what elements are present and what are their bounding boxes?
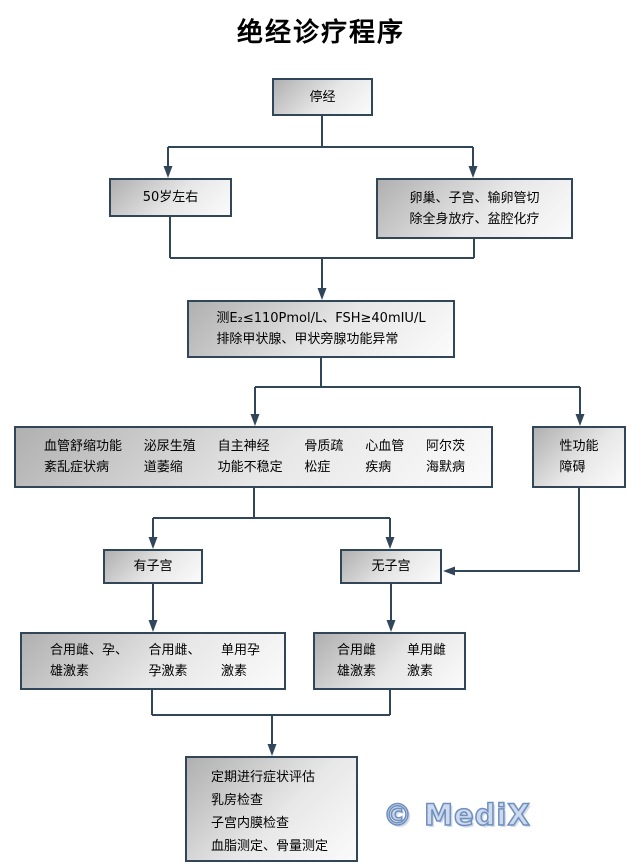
node-label: 定期进行症状评估 乳房检查 子宫内膜检查 血脂测定、骨量测定 bbox=[211, 770, 329, 854]
symptom-autonomic: 自主神经 功能不稳定 bbox=[217, 439, 283, 475]
node-surgery-radiation: 卵巢、子宫、输卵管切 除全身放疗、盆腔化疗 bbox=[376, 178, 573, 239]
node-uterus-present: 有子宫 bbox=[103, 549, 203, 584]
node-symptoms: 血管舒缩功能 紊乱症状病 泌尿生殖 道萎缩 自主神经 功能不稳定 骨质疏 松症 … bbox=[14, 426, 493, 488]
node-hrt-no-uterus: 合用雌 雄激素 单用雌 激素 bbox=[313, 632, 466, 690]
medix-watermark: © MediX bbox=[382, 797, 531, 833]
node-age-50: 50岁左右 bbox=[109, 178, 232, 217]
symptom-cardiovascular: 心血管 疾病 bbox=[365, 439, 405, 475]
node-label: 停经 bbox=[309, 89, 336, 105]
symptom-osteoporosis: 骨质疏 松症 bbox=[304, 439, 344, 475]
node-label: 无子宫 bbox=[371, 559, 411, 574]
hrt-estrogen-only: 单用雌 激素 bbox=[406, 643, 446, 679]
node-label: 测E₂≤110Pmol/L、FSH≥40mIU/L 排除甲状腺、甲状旁腺功能异常 bbox=[216, 311, 426, 347]
arrowheads bbox=[148, 166, 585, 756]
node-label: 50岁左右 bbox=[142, 190, 199, 205]
hrt-estrogen-progestin-androgen: 合用雌、孕、 雄激素 bbox=[50, 643, 129, 679]
node-label: 性功能 障碍 bbox=[559, 439, 599, 475]
symptom-alzheimer: 阿尔茨 海默病 bbox=[425, 439, 465, 475]
page-title: 绝经诊疗程序 bbox=[236, 18, 405, 48]
symptom-vasomotor: 血管舒缩功能 紊乱症状病 bbox=[44, 439, 123, 475]
hrt-estrogen-androgen: 合用雌 雄激素 bbox=[337, 643, 377, 679]
connector-paths bbox=[151, 116, 581, 750]
hrt-progestin-only: 单用孕 激素 bbox=[220, 643, 260, 679]
node-followup-checks: 定期进行症状评估 乳房检查 子宫内膜检查 血脂测定、骨量测定 bbox=[185, 756, 358, 862]
node-menopause-stop: 停经 bbox=[272, 78, 373, 116]
node-sexual-dysfunction: 性功能 障碍 bbox=[532, 426, 626, 488]
node-hormone-test: 测E₂≤110Pmol/L、FSH≥40mIU/L 排除甲状腺、甲状旁腺功能异常 bbox=[187, 300, 455, 358]
node-label: 有子宫 bbox=[133, 559, 173, 574]
node-label: 卵巢、子宫、输卵管切 除全身放疗、盆腔化疗 bbox=[409, 190, 540, 227]
hrt-estrogen-progestin: 合用雌、 孕激素 bbox=[148, 643, 201, 679]
node-uterus-absent: 无子宫 bbox=[340, 549, 442, 584]
symptom-urogenital: 泌尿生殖 道萎缩 bbox=[143, 439, 196, 475]
node-hrt-with-uterus: 合用雌、孕、 雄激素 合用雌、 孕激素 单用孕 激素 bbox=[20, 632, 286, 690]
